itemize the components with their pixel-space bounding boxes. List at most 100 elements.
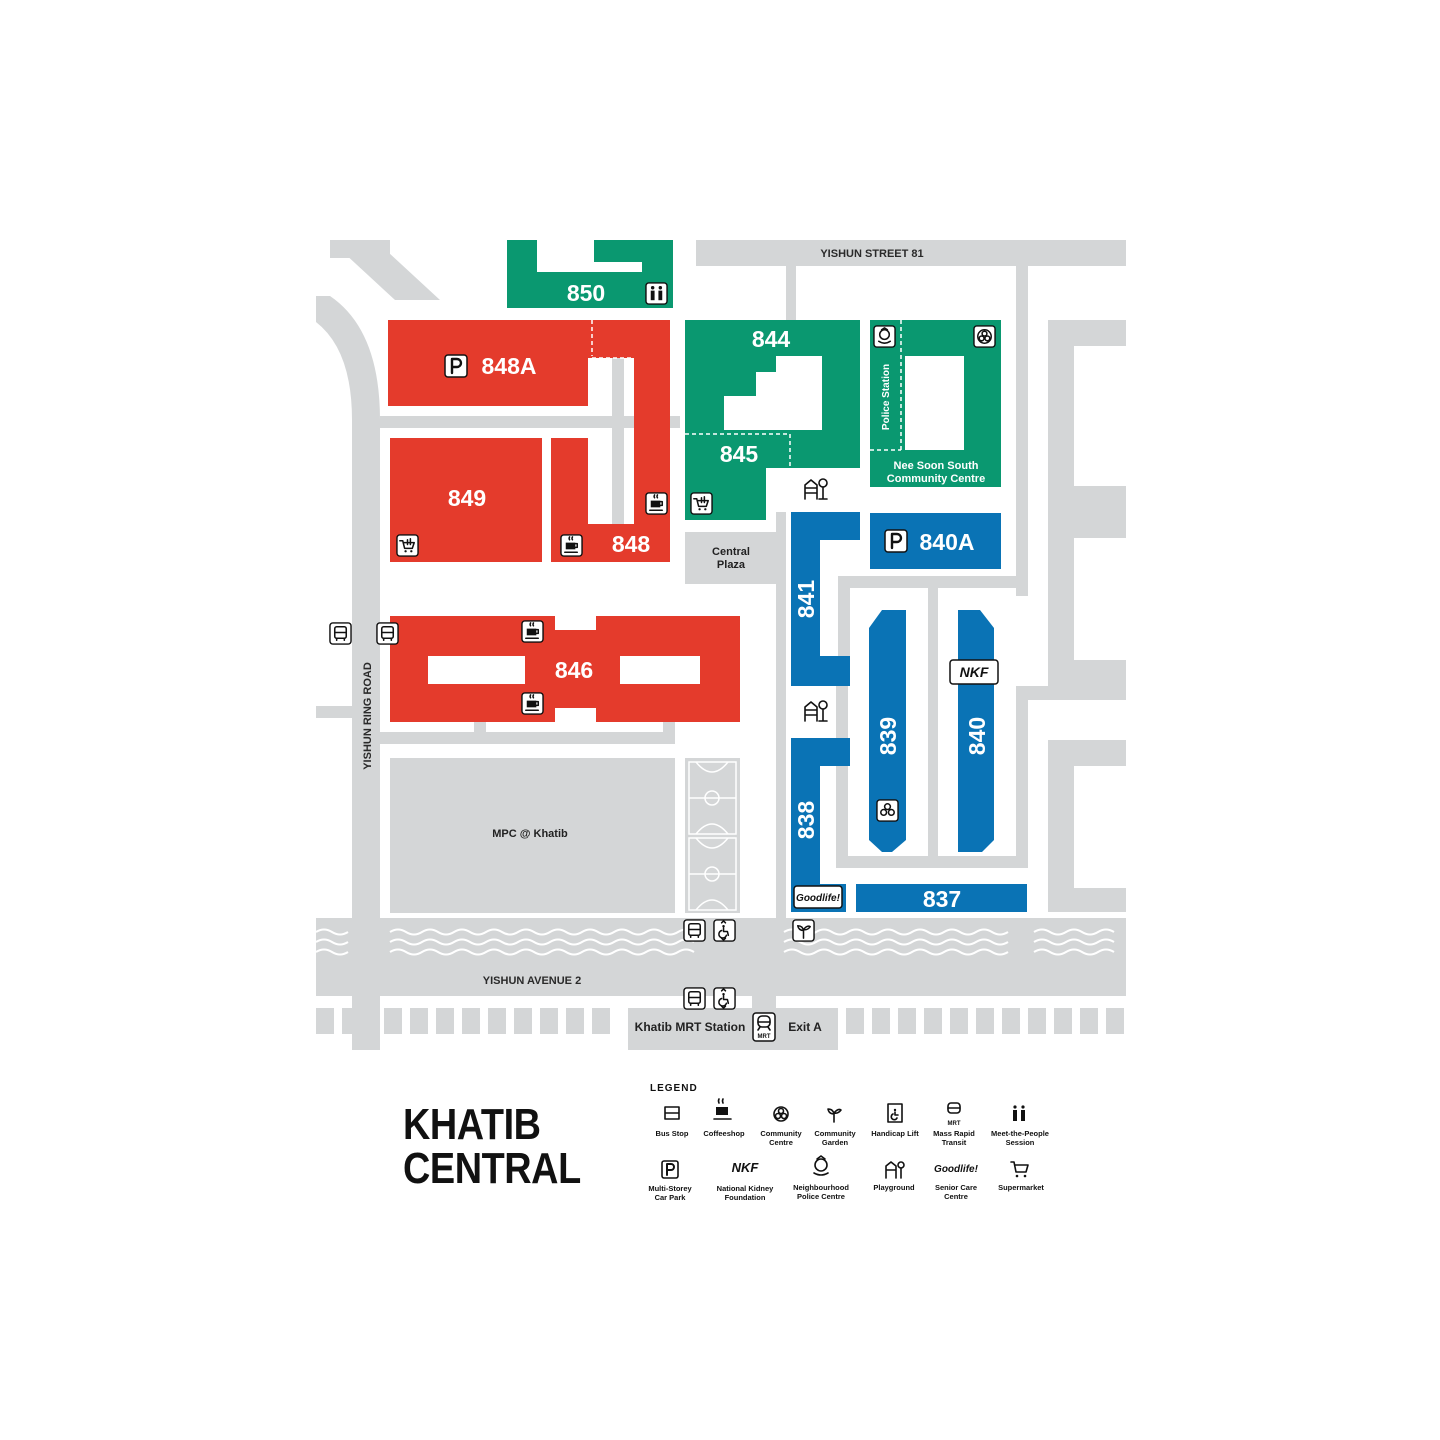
svg-text:NKF: NKF: [732, 1160, 760, 1175]
police-centre-icon[interactable]: [873, 325, 896, 348]
playground-icon[interactable]: [804, 700, 828, 722]
community-garden-icon[interactable]: [792, 919, 815, 942]
car-park-icon[interactable]: [444, 354, 468, 378]
bus-stop-icon[interactable]: [376, 622, 399, 645]
map-icons: NKF Goodlife!: [329, 282, 999, 1042]
svg-text:Goodlife!: Goodlife!: [796, 893, 841, 904]
legend-item-senior-care: Goodlife! Senior Care Centre: [934, 1164, 979, 1201]
sports-courts: [685, 758, 740, 913]
label-837: 837: [923, 886, 961, 912]
coffeeshop-icon[interactable]: [560, 534, 583, 557]
road-label-yishun-street-81: YISHUN STREET 81: [820, 248, 923, 260]
exit-a-label: Exit A: [788, 1020, 822, 1034]
legend: LEGEND Bus Stop Coffeeshop Community Cen…: [648, 1083, 1049, 1202]
coffeeshop-icon[interactable]: [521, 692, 544, 715]
svg-text:Centre: Centre: [944, 1192, 968, 1201]
page-title: KHATIB CENTRAL: [403, 1103, 581, 1191]
central-plaza[interactable]: [685, 532, 780, 584]
title-line-1: KHATIB: [403, 1100, 541, 1149]
svg-text:Handicap Lift: Handicap Lift: [871, 1129, 919, 1138]
block-841[interactable]: [791, 512, 860, 686]
svg-text:Transit: Transit: [942, 1138, 967, 1147]
mrt-icon[interactable]: [752, 1012, 776, 1042]
svg-text:Neighbourhood: Neighbourhood: [793, 1183, 849, 1192]
senior-care-icon[interactable]: [876, 799, 899, 822]
bus-stop-icon[interactable]: [683, 919, 706, 942]
legend-item-police-centre: Neighbourhood Police Centre: [793, 1155, 849, 1201]
supermarket-icon[interactable]: [396, 534, 419, 557]
label-848: 848: [612, 531, 651, 557]
block-839[interactable]: [869, 610, 906, 852]
legend-item-car-park: Multi-Storey Car Park: [648, 1160, 692, 1202]
mpc-khatib[interactable]: [390, 758, 675, 913]
label-845: 845: [720, 441, 759, 467]
svg-text:Garden: Garden: [822, 1138, 849, 1147]
label-850: 850: [567, 280, 605, 306]
block-844-845[interactable]: [685, 320, 860, 520]
label-849: 849: [448, 485, 486, 511]
coffeeshop-icon[interactable]: [645, 492, 668, 515]
label-841: 841: [793, 580, 819, 619]
bus-stop-icon[interactable]: [329, 622, 352, 645]
svg-text:Session: Session: [1006, 1138, 1035, 1147]
block-846[interactable]: [390, 616, 740, 722]
canal-water: [315, 928, 1115, 956]
label-840: 840: [964, 717, 990, 755]
block-850[interactable]: [507, 240, 673, 308]
svg-text:Police Centre: Police Centre: [797, 1192, 845, 1201]
legend-item-coffeeshop: Coffeeshop: [703, 1098, 745, 1138]
svg-text:Supermarket: Supermarket: [998, 1183, 1044, 1192]
mrt-station-label: Khatib MRT Station: [635, 1020, 746, 1034]
handicap-lift-icon[interactable]: [713, 987, 736, 1010]
label-840a: 840A: [920, 529, 975, 555]
label-848a: 848A: [482, 353, 537, 379]
community-centre[interactable]: [870, 320, 1001, 487]
block-837[interactable]: [856, 884, 1027, 912]
bus-stop-icon[interactable]: [683, 987, 706, 1010]
central-plaza-label-2: Plaza: [717, 559, 746, 571]
label-838: 838: [793, 801, 819, 840]
road-label-yishun-ring-road: YISHUN RING ROAD: [362, 662, 374, 770]
svg-text:Centre: Centre: [769, 1138, 793, 1147]
lane-markings: [316, 1008, 1124, 1034]
block-848a[interactable]: [388, 320, 670, 562]
svg-text:Meet-the-People: Meet-the-People: [991, 1129, 1049, 1138]
police-station-label: Police Station: [881, 364, 892, 430]
coffeeshop-icon[interactable]: [521, 620, 544, 643]
svg-text:Multi-Storey: Multi-Storey: [648, 1184, 692, 1193]
svg-text:Mass Rapid: Mass Rapid: [933, 1129, 975, 1138]
senior-care-centre-icon[interactable]: Goodlife!: [793, 885, 843, 909]
legend-item-nkf: NKF National Kidney Foundation: [717, 1160, 775, 1202]
community-centre-icon[interactable]: [973, 325, 996, 348]
svg-text:National Kidney: National Kidney: [717, 1184, 775, 1193]
svg-text:Playground: Playground: [873, 1183, 915, 1192]
label-839: 839: [875, 717, 901, 755]
svg-text:MRT: MRT: [948, 1121, 961, 1127]
nkf-icon[interactable]: NKF: [949, 659, 999, 685]
playground-icon[interactable]: [804, 478, 828, 500]
legend-item-playground: Playground: [873, 1161, 915, 1192]
block-838[interactable]: [791, 738, 850, 912]
svg-text:NKF: NKF: [960, 664, 989, 680]
svg-text:Goodlife!: Goodlife!: [934, 1164, 979, 1175]
label-846: 846: [555, 657, 593, 683]
community-centre-label-1: Nee Soon South: [894, 460, 979, 472]
svg-text:Senior Care: Senior Care: [935, 1183, 977, 1192]
legend-heading: LEGEND: [650, 1083, 698, 1094]
community-centre-label-2: Community Centre: [887, 473, 985, 485]
title-line-2: CENTRAL: [403, 1144, 581, 1193]
svg-text:Foundation: Foundation: [725, 1193, 766, 1202]
road-label-yishun-avenue-2: YISHUN AVENUE 2: [483, 975, 581, 987]
svg-text:Bus Stop: Bus Stop: [656, 1129, 689, 1138]
svg-text:Community: Community: [814, 1129, 856, 1138]
meet-the-people-icon[interactable]: [645, 282, 668, 305]
svg-text:Car Park: Car Park: [655, 1193, 687, 1202]
handicap-lift-icon[interactable]: [713, 919, 736, 942]
legend-item-mrt: MRT Mass Rapid Transit: [933, 1102, 975, 1147]
car-park-icon[interactable]: [884, 529, 908, 553]
legend-item-bus-stop: Bus Stop: [656, 1106, 689, 1138]
legend-item-meet-the-people: Meet-the-People Session: [991, 1105, 1049, 1147]
supermarket-icon[interactable]: [690, 492, 713, 515]
legend-item-supermarket: Supermarket: [998, 1161, 1044, 1192]
